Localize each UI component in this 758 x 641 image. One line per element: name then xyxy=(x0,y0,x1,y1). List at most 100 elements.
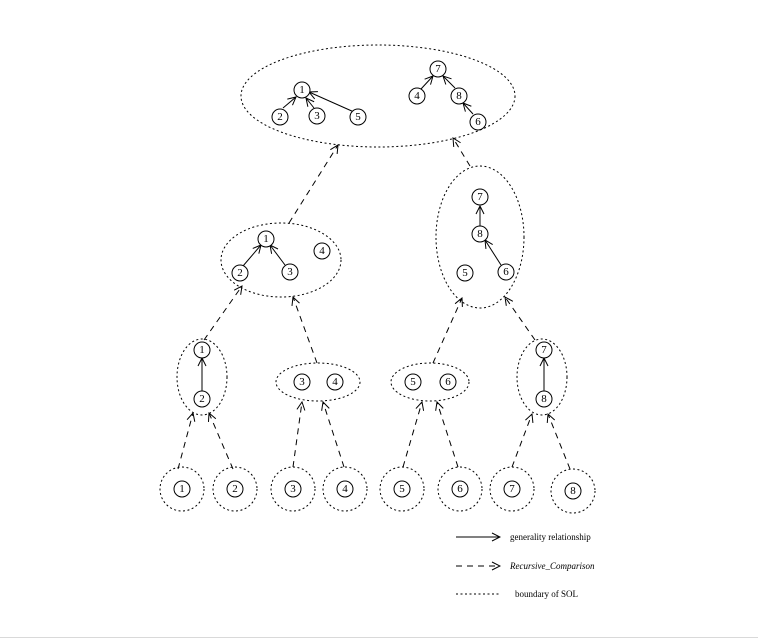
lower-node-1-label: 1 xyxy=(199,344,205,356)
leaf-node-7-label: 7 xyxy=(509,483,515,495)
rec-edge-12-to-midleft xyxy=(203,286,242,341)
lower-node-3: 3 xyxy=(293,373,311,391)
top-node-2: 2 xyxy=(271,108,289,126)
rec-edge-leaf8-to-78 xyxy=(548,414,571,470)
legend-boundary-label: boundary of SOL xyxy=(515,589,578,599)
lower-node-5-label: 5 xyxy=(410,376,416,388)
leaf-node-7: 7 xyxy=(503,480,521,498)
sol-boundary-leaf-3 xyxy=(270,466,316,512)
rec-edge-midleft-to-top xyxy=(288,145,338,224)
leaf-node-1-label: 1 xyxy=(179,483,185,495)
top-node-8-label: 8 xyxy=(456,90,462,102)
gen-edge-top-4-to-7 xyxy=(420,76,433,90)
sol-boundary-mid-left xyxy=(220,222,342,298)
midleft-node-4: 4 xyxy=(313,242,331,260)
lower-node-7-label: 7 xyxy=(541,344,547,356)
rec-edge-78-to-midright xyxy=(505,297,536,341)
top-node-5-label: 5 xyxy=(355,111,361,123)
legend: generality relationship Recursive_Compar… xyxy=(456,532,595,599)
midleft-node-4-label: 4 xyxy=(319,245,325,257)
gen-edge-top-8-to-7 xyxy=(443,76,456,89)
top-node-2-label: 2 xyxy=(277,111,283,123)
leaf-node-2: 2 xyxy=(226,480,244,498)
lower-node-8: 8 xyxy=(535,390,553,408)
gen-edge-top-3-to-1 xyxy=(306,98,315,109)
sol-boundary-leaf-8 xyxy=(550,468,596,514)
rec-edge-leaf2-to-12 xyxy=(209,413,234,470)
leaf-node-4-label: 4 xyxy=(342,483,348,495)
top-node-6: 6 xyxy=(469,113,487,131)
midleft-node-1-label: 1 xyxy=(263,233,269,245)
lower-node-1: 1 xyxy=(193,341,211,359)
rec-edge-midright-to-top xyxy=(453,138,471,167)
leaf-node-6: 6 xyxy=(451,480,469,498)
rec-edge-leaf4-to-34 xyxy=(323,402,345,468)
lower-node-7: 7 xyxy=(535,341,553,359)
sol-boundary-leaf-1 xyxy=(159,466,205,512)
top-node-3-label: 3 xyxy=(314,110,320,122)
leaf-node-1: 1 xyxy=(173,480,191,498)
gen-edge-top-6-to-8 xyxy=(463,103,474,115)
lower-node-6-label: 6 xyxy=(445,376,451,388)
leaf-node-6-label: 6 xyxy=(457,483,463,495)
leaf-node-8-label: 8 xyxy=(570,485,576,497)
midright-node-8-label: 8 xyxy=(477,228,483,240)
midleft-node-2-label: 2 xyxy=(237,267,243,279)
sol-boundary-lower-56 xyxy=(390,362,470,402)
midright-node-7: 7 xyxy=(471,188,489,206)
lower-node-6: 6 xyxy=(439,373,457,391)
top-node-1: 1 xyxy=(293,81,311,99)
midleft-node-3-label: 3 xyxy=(287,266,293,278)
sol-boundary-top xyxy=(240,44,516,148)
sol-boundary-leaf-2 xyxy=(212,466,258,512)
lower-node-3-label: 3 xyxy=(299,376,305,388)
sol-boundary-lower-34 xyxy=(275,362,361,402)
gen-edge-top-2-to-1 xyxy=(282,97,296,109)
leaf-node-2-label: 2 xyxy=(232,483,238,495)
gen-edge-top-5-to-1 xyxy=(309,92,355,113)
top-node-7-label: 7 xyxy=(435,63,441,75)
sol-boundary-leaf-7 xyxy=(489,466,535,512)
lower-node-4-label: 4 xyxy=(332,376,338,388)
rec-edge-leaf1-to-12 xyxy=(177,413,193,470)
rec-edge-leaf6-to-56 xyxy=(437,402,459,468)
leaf-node-3: 3 xyxy=(284,480,302,498)
midright-node-8: 8 xyxy=(471,225,489,243)
rec-edge-leaf5-to-56 xyxy=(402,402,422,468)
lower-node-2-label: 2 xyxy=(199,393,205,405)
lower-node-8-label: 8 xyxy=(541,393,547,405)
top-node-4-label: 4 xyxy=(414,90,420,102)
rec-edge-leaf7-to-78 xyxy=(511,414,532,468)
legend-generality-label: generality relationship xyxy=(510,532,591,542)
top-node-6-label: 6 xyxy=(475,116,481,128)
midright-node-7-label: 7 xyxy=(477,191,483,203)
midright-node-6: 6 xyxy=(497,263,515,281)
midleft-node-3: 3 xyxy=(281,263,299,281)
rec-edge-leaf3-to-34 xyxy=(292,402,302,468)
midleft-node-2: 2 xyxy=(231,264,249,282)
top-node-3: 3 xyxy=(308,107,326,125)
sol-boundary-mid-right xyxy=(435,165,525,309)
midleft-node-1: 1 xyxy=(257,230,275,248)
leaf-node-5: 5 xyxy=(393,480,411,498)
sol-boundary-lower-78 xyxy=(516,338,568,416)
midright-node-6-label: 6 xyxy=(503,266,509,278)
gen-edge-midleft-3-to-1 xyxy=(270,245,286,266)
top-node-1-label: 1 xyxy=(299,84,305,96)
rec-edge-56-to-midright xyxy=(432,298,462,364)
sol-boundary-leaf-6 xyxy=(437,466,483,512)
sol-boundary-lower-12 xyxy=(176,338,228,416)
top-node-4: 4 xyxy=(408,87,426,105)
lower-node-4: 4 xyxy=(326,373,344,391)
rec-edge-34-to-midleft xyxy=(293,297,318,364)
page-bottom-divider xyxy=(0,637,758,638)
gen-edge-midright-6-to-8 xyxy=(485,240,502,266)
leaf-node-3-label: 3 xyxy=(290,483,296,495)
leaf-node-5-label: 5 xyxy=(399,483,405,495)
midright-node-5-label: 5 xyxy=(462,267,468,279)
midright-node-5: 5 xyxy=(456,264,474,282)
sol-boundary-leaf-5 xyxy=(379,466,425,512)
leaf-node-8: 8 xyxy=(564,482,582,500)
lower-node-5: 5 xyxy=(404,373,422,391)
